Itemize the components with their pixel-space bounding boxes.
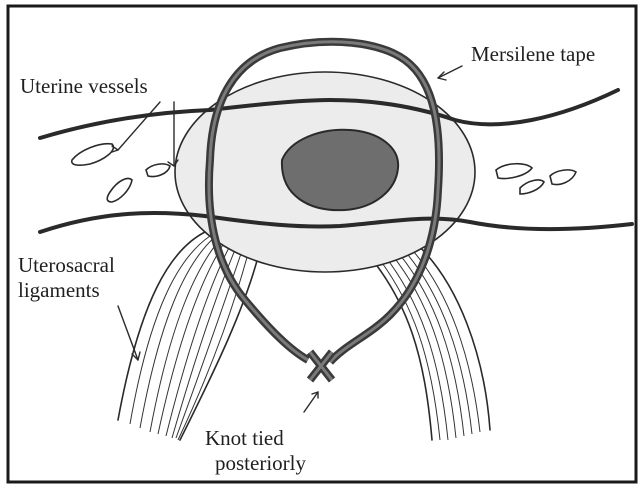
label-mersilene-tape: Mersilene tape <box>471 42 595 66</box>
external-os <box>282 130 398 210</box>
label-uterosacral-line2: ligaments <box>18 278 100 302</box>
label-knot-line2: posteriorly <box>215 451 306 475</box>
label-uterine-vessels: Uterine vessels <box>20 74 148 98</box>
label-knot-line1: Knot tied <box>205 426 284 450</box>
label-uterosacral-line1: Uterosacral <box>18 253 115 277</box>
